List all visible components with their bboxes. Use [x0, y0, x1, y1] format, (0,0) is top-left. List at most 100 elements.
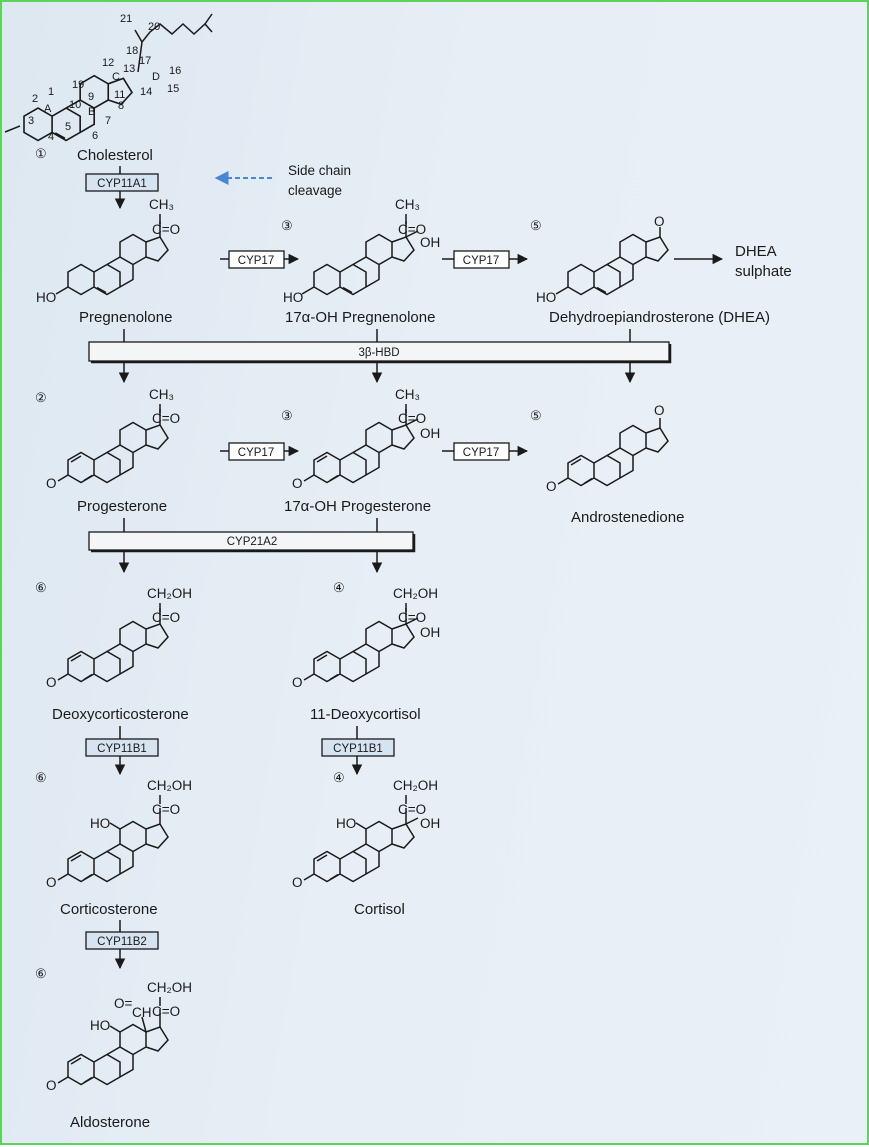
- carbon-number: 15: [167, 83, 179, 95]
- carbon-number: 8: [118, 100, 124, 112]
- group-label: HO: [283, 290, 303, 305]
- compound-label-progesterone: Progesterone: [77, 498, 167, 515]
- compound-label-deoxycorticosterone: Deoxycorticosterone: [52, 706, 189, 723]
- enzyme-box-cyp11b1: CYP11B1: [321, 738, 395, 757]
- group-label: O: [46, 1078, 57, 1093]
- carbon-number: 12: [102, 57, 114, 69]
- enzyme-box-cyp17: CYP17: [228, 250, 285, 269]
- carbon-number: 5: [65, 121, 71, 133]
- enzyme-label: CYP17: [463, 447, 499, 459]
- enzyme-box-cyp17: CYP17: [228, 442, 285, 461]
- group-label: C=O: [152, 610, 180, 625]
- molecule-androstenedione: O O: [546, 403, 669, 494]
- carbon-number: 4: [48, 131, 54, 143]
- ring-label-c: C: [112, 71, 120, 83]
- molecule-progesterone: CH₃ C=O O: [46, 387, 180, 491]
- step-number: ④: [333, 580, 345, 595]
- enzyme-bar-cyp21a2: CYP21A2: [88, 531, 416, 553]
- compound-label-dhea-sulphate: sulphate: [735, 263, 792, 280]
- carbon-number: 10: [69, 99, 81, 111]
- group-label: C=O: [398, 222, 426, 237]
- enzyme-label: CYP11B1: [97, 743, 147, 755]
- carbon-number: 11: [114, 89, 125, 101]
- side-chain-note: Side chain: [288, 163, 351, 178]
- group-label: HO: [536, 290, 556, 305]
- carbon-number: 16: [169, 65, 181, 77]
- carbon-number: 20: [148, 21, 160, 33]
- molecule-17oh-progesterone: CH₃ C=O OH O: [292, 387, 440, 491]
- compound-label-cortisol: Cortisol: [354, 901, 405, 918]
- molecule-aldosterone: CH₂OH C=O O= CH HO O: [46, 980, 192, 1093]
- enzyme-label: CYP17: [238, 255, 274, 267]
- step-number: ④: [333, 770, 345, 785]
- group-label: O: [546, 479, 557, 494]
- enzyme-box-cyp11a1: CYP11A1: [85, 173, 159, 192]
- group-label: O: [654, 403, 665, 418]
- group-label: CH₂OH: [147, 980, 192, 995]
- step-number: ②: [35, 390, 47, 405]
- carbon-number: 7: [105, 115, 111, 127]
- group-label: O: [292, 675, 303, 690]
- group-label: HO: [90, 816, 110, 831]
- compound-label-cholesterol: Cholesterol: [77, 147, 153, 164]
- steroid-skeleton: [23, 74, 134, 142]
- group-label: OH: [420, 816, 440, 831]
- enzyme-label: CYP11B2: [97, 936, 147, 948]
- carbon-number: 3: [28, 115, 34, 127]
- molecule-corticosterone: CH₂OH C=O HO O: [46, 778, 192, 890]
- enzyme-label: CYP17: [463, 255, 499, 267]
- group-label: C=O: [152, 411, 180, 426]
- molecule-cortisol: CH₂OH C=O OH HO O: [292, 778, 440, 890]
- molecule-11-deoxycortisol: CH₂OH C=O OH O: [292, 586, 440, 690]
- carbon-number: 18: [126, 45, 138, 57]
- enzyme-box-cyp17: CYP17: [453, 442, 510, 461]
- carbon-number: 9: [88, 91, 94, 103]
- carbon-number: 13: [123, 63, 135, 75]
- compound-label-17oh-pregnenolone: 17α-OH Pregnenolone: [285, 309, 435, 326]
- group-label: CH₂OH: [393, 778, 438, 793]
- enzyme-label: CYP11B1: [333, 743, 383, 755]
- side-chain-note: cleavage: [288, 183, 342, 198]
- group-label: C=O: [152, 802, 180, 817]
- carbon-number: 17: [139, 55, 151, 67]
- group-label: OH: [420, 426, 440, 441]
- step-number: ③: [281, 408, 293, 423]
- carbon-number: 2: [32, 93, 38, 105]
- carbon-number: 1: [48, 86, 54, 98]
- enzyme-label: CYP17: [238, 447, 274, 459]
- group-label: C=O: [152, 1004, 180, 1019]
- compound-label-dhea-sulphate: DHEA: [735, 243, 777, 260]
- compound-label-androstenedione: Androstenedione: [571, 509, 684, 526]
- step-number: ⑥: [35, 770, 47, 785]
- ring-label-a: A: [44, 103, 52, 115]
- compound-label-aldosterone: Aldosterone: [70, 1114, 150, 1131]
- group-label: HO: [90, 1018, 110, 1033]
- enzyme-box-cyp11b2: CYP11B2: [85, 931, 159, 950]
- molecule-17oh-pregnenolone: CH₃ C=O OH HO: [283, 197, 440, 305]
- molecule-pregnenolone: CH₃ C=O HO: [36, 197, 180, 305]
- ring-label-d: D: [152, 71, 160, 83]
- group-label: O=: [114, 996, 133, 1011]
- group-label: CH₃: [395, 387, 420, 402]
- step-number: ⑥: [35, 966, 47, 981]
- group-label: C=O: [152, 222, 180, 237]
- enzyme-label: CYP21A2: [227, 536, 278, 548]
- group-label: OH: [420, 235, 440, 250]
- carbon-number: 19: [72, 79, 84, 91]
- compound-label-pregnenolone: Pregnenolone: [79, 309, 172, 326]
- ring-label-b: B: [88, 106, 95, 118]
- step-number: ⑤: [530, 408, 542, 423]
- step-number: ③: [281, 218, 293, 233]
- enzyme-bar-3b-hbd: 3β-HBD: [88, 341, 672, 364]
- group-label: C=O: [398, 411, 426, 426]
- compound-label-11-deoxycortisol: 11-Deoxycortisol: [310, 706, 421, 723]
- enzyme-label: 3β-HBD: [358, 347, 399, 359]
- enzyme-box-cyp11b1: CYP11B1: [85, 738, 159, 757]
- enzyme-box-cyp17: CYP17: [453, 250, 510, 269]
- group-label: CH₃: [149, 197, 174, 212]
- compound-label-dhea: Dehydroepiandrosterone (DHEA): [549, 309, 770, 326]
- carbon-number: 21: [120, 13, 132, 25]
- carbon-number: 6: [92, 130, 98, 142]
